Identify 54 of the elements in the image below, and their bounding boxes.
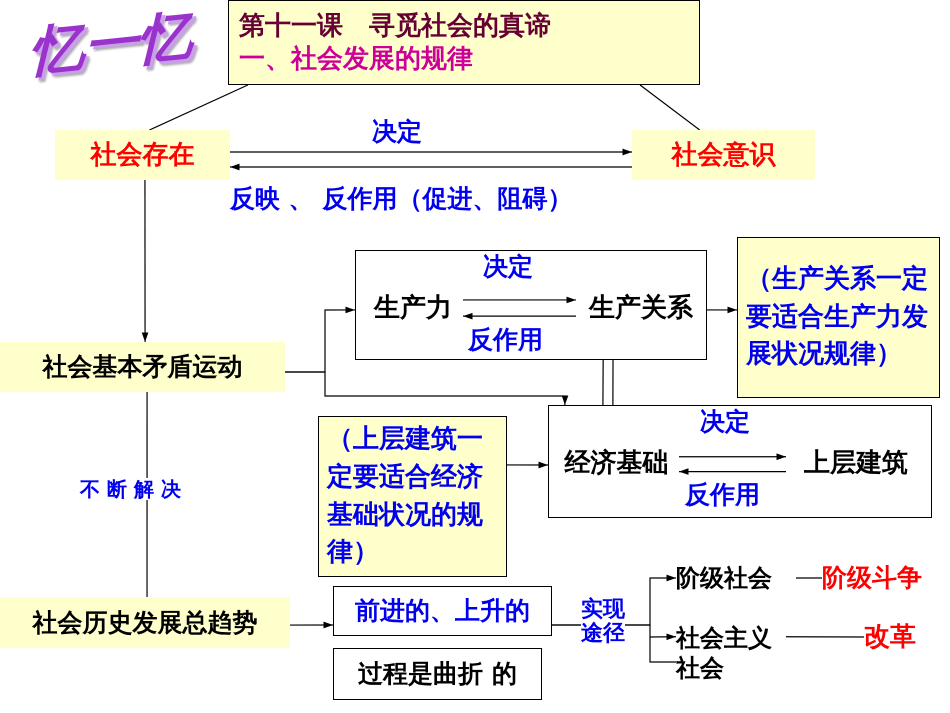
arrow <box>463 296 576 304</box>
node-text: 经济基础 <box>563 447 670 480</box>
text-box <box>333 586 552 636</box>
outlined-frame <box>548 405 932 518</box>
arrow <box>290 622 333 628</box>
highlight-box <box>737 237 940 398</box>
connector-line <box>786 636 864 638</box>
node-text: 上层建筑 <box>803 447 909 480</box>
node-text: 生产力 <box>372 292 453 325</box>
node-text: 社会意识 <box>670 138 777 172</box>
arrow <box>507 462 548 468</box>
text-box <box>333 648 542 700</box>
arrow <box>230 148 632 156</box>
edge-label: 决定 <box>700 408 750 436</box>
node-text: 阶级斗争 <box>822 562 923 594</box>
connector-line <box>796 577 822 579</box>
node-text: 前进的、上升的 <box>354 595 531 627</box>
arrow <box>707 306 737 314</box>
connector-line <box>146 392 148 597</box>
node-text: 第十一课 寻觅社会的真谛 <box>239 10 552 42</box>
node-text: （生产关系一定要适合生产力发展状况规律） <box>746 262 929 372</box>
node-text: 过程是曲折 的 <box>357 658 518 690</box>
node-text: 社会存在 <box>89 138 196 172</box>
edge-label: 决定 <box>372 118 422 146</box>
arrow <box>285 371 568 405</box>
highlight-box <box>0 342 285 392</box>
highlight-box <box>228 0 700 85</box>
arrow <box>463 312 576 320</box>
edge-label: 决定 <box>483 253 533 280</box>
outlined-frame <box>355 250 707 360</box>
node-text: 社会历史发展总趋势 <box>31 606 258 638</box>
wordart-heading: 忆一忆 <box>30 2 192 86</box>
node-text: 一、社会发展的规律 <box>239 42 474 75</box>
edge-label: 不 断 解 决 <box>80 478 181 500</box>
highlight-box <box>318 416 507 577</box>
node-text: 改革 <box>864 620 917 654</box>
node-text: （上层建筑一定要适合经济基础状况的规律） <box>327 423 484 570</box>
highlight-box <box>0 597 290 648</box>
edge-label: 实现途径 <box>581 598 625 646</box>
connector-line <box>149 84 248 131</box>
arrow <box>679 453 786 460</box>
node-text: 阶级社会 <box>676 563 773 593</box>
highlight-box <box>55 130 230 180</box>
highlight-box <box>632 130 815 180</box>
arrow <box>142 180 148 342</box>
node-text: 社会主义社会 <box>676 623 772 683</box>
connector-line <box>602 359 614 406</box>
connector-line <box>640 84 700 130</box>
edge-label: 反作用 <box>468 326 543 354</box>
node-text: 社会基本矛盾运动 <box>41 351 244 383</box>
arrow <box>230 164 632 170</box>
node-text: 生产关系 <box>588 292 694 325</box>
arrow <box>679 468 786 475</box>
edge-label: 反作用 <box>685 481 760 508</box>
